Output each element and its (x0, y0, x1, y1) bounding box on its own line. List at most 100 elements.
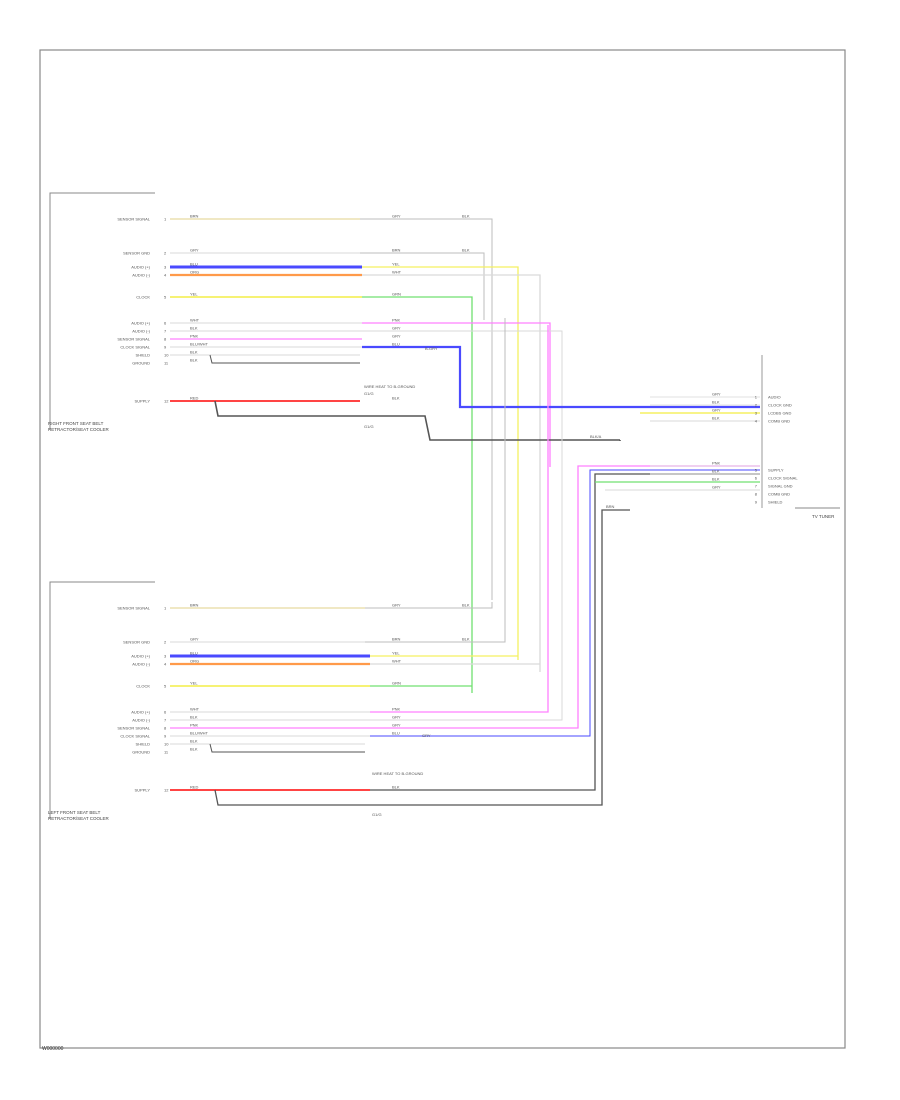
left_seat-wire-label: BLK (190, 739, 198, 744)
tuner-pin-number: 8 (755, 492, 758, 497)
right_seat-pin-label: SUPPLY (135, 399, 151, 404)
right_seat-pin-number: 11 (164, 361, 169, 366)
left_seat-wire-label: GRY (190, 637, 199, 642)
wire-pink (370, 465, 760, 729)
left_seat-pin-label: GROUND (132, 750, 150, 755)
left_seat-pin-label: AUDIO (-) (132, 662, 150, 667)
left_seat-wire-label: BLK (190, 715, 198, 720)
right_seat-wire-label: GRN (392, 292, 401, 297)
tuner-pin-label: COMB GND (768, 419, 790, 424)
left_seat-pin-number: 8 (164, 726, 167, 731)
right_seat-pin-number: 10 (164, 353, 169, 358)
left-ground-tag: G1/G (372, 812, 382, 817)
left_seat-bracket (49, 581, 155, 819)
tuner-pin-number: 6 (755, 476, 758, 481)
left_seat-wire-label: BLU (392, 731, 400, 736)
wire-black (209, 743, 365, 753)
left-ground-note: WIRE HEAT TO B-GROUND (372, 771, 423, 776)
wire-black (214, 509, 630, 806)
tuner-wire-label: BLK (712, 416, 720, 421)
right_seat-pin-number: 3 (164, 265, 167, 270)
right_seat-wire-label: WHT (392, 270, 402, 275)
left_seat-pin-label: AUDIO (+) (131, 654, 150, 659)
right_seat-bracket (49, 192, 155, 430)
right-ground-note: G1/G (364, 391, 374, 396)
footer-id: W000000 (42, 1046, 64, 1052)
right_seat-pin-number: 2 (164, 251, 167, 256)
left_seat-pin-number: 10 (164, 742, 169, 747)
lower-tag: BRN (606, 504, 615, 509)
left_seat-pin-number: 3 (164, 654, 167, 659)
left_seat-caption: LEFT FRONT SEAT BELT (48, 810, 101, 815)
tuner-pin-number: 1 (755, 395, 758, 400)
left_seat-wire-label: GRN (392, 681, 401, 686)
tuner-pin-number: 4 (755, 419, 758, 424)
right_seat-pin-number: 12 (164, 399, 169, 404)
right_seat-pin-number: 8 (164, 337, 167, 342)
right_seat-wire-label: BLU (190, 262, 198, 267)
tuner-pin-number: 2 (755, 403, 758, 408)
wire-light (362, 330, 563, 410)
tuner-pin-label: CLOCK SIGNAL (768, 476, 798, 481)
left_seat-wire-label: BLU (190, 651, 198, 656)
wire-pink (362, 322, 551, 467)
tuner-caption: TV TUNER (812, 514, 835, 519)
right-ground-note: WIRE HEAT TO B-GROUND (364, 384, 415, 389)
right_seat-wire-label: BRN (190, 214, 199, 219)
right_seat-wire-label: BLK (392, 396, 400, 401)
right_seat-wire-label: YEL (392, 262, 400, 267)
left_seat-wire-label: GRY (392, 603, 401, 608)
wire-blue (362, 345, 760, 409)
diagram-frame (39, 49, 846, 1049)
right_seat-pin-label: SHIELD (136, 353, 151, 358)
wire-pink (370, 325, 549, 713)
left_seat-wire-label: GRY (392, 723, 401, 728)
left_seat-pin-number: 6 (164, 710, 167, 715)
left_seat-wire-label: BLK (392, 785, 400, 790)
left_seat-pin-label: SHIELD (136, 742, 151, 747)
left_seat-pin-label: SUPPLY (135, 788, 151, 793)
left_seat-pin-label: SENSOR SIGNAL (117, 726, 150, 731)
right_seat-pin-number: 6 (164, 321, 167, 326)
left_seat-pin-number: 11 (164, 750, 169, 755)
left_seat-pin-label: SENSOR SIGNAL (117, 606, 150, 611)
right_seat-wire-label: ORG (190, 270, 199, 275)
wire-gray (360, 218, 493, 600)
left_seat-pin-label: CLOCK SIGNAL (120, 734, 150, 739)
right_seat-wire-label: RED (190, 396, 199, 401)
tuner-pin-number: 7 (755, 484, 758, 489)
right_seat-pin-number: 4 (164, 273, 167, 278)
right_seat-wire-label: GRY (190, 248, 199, 253)
left_seat-wire-label: YEL (190, 681, 198, 686)
tuner-pin-number: 9 (755, 500, 758, 505)
right_seat-wire-label: BRN (392, 248, 401, 253)
right_seat-pin-label: AUDIO (+) (131, 321, 150, 326)
left_seat-pin-label: SENSOR GND (123, 640, 150, 645)
center-tag: BLK/A (590, 434, 602, 439)
left_seat-wire-label: PNK (190, 723, 199, 728)
left_seat-caption: RETRACTOR/SEAT COOLER (48, 816, 110, 821)
right_seat-pin-number: 5 (164, 295, 167, 300)
left_seat-wire-label: ORG (190, 659, 199, 664)
tuner-wire-label: BLK (712, 477, 720, 482)
right_seat-caption: RETRACTOR/SEAT COOLER (48, 427, 110, 432)
left_seat-wire-label: BLU/WHT (190, 731, 209, 736)
left_seat-pin-number: 4 (164, 662, 167, 667)
left_seat-wire-label: BRN (190, 603, 199, 608)
right_seat-wire-label: GRY (392, 214, 401, 219)
right_seat-wire-label: PNK (190, 334, 199, 339)
left_seat-wire-label: WHT (190, 707, 200, 712)
tuner-wire-label: GRY (712, 392, 721, 397)
wire-green (362, 296, 473, 693)
wire-gray (365, 602, 493, 609)
right_seat-wire-label: WHT (190, 318, 200, 323)
right_seat-pin-number: 9 (164, 345, 167, 350)
splice-note: GRY (422, 733, 431, 738)
left_seat-wire-label: GRY (392, 715, 401, 720)
wire-yellow (362, 266, 519, 660)
left_seat-pin-label: AUDIO (+) (131, 710, 150, 715)
left_seat-pin-number: 7 (164, 718, 167, 723)
right_seat-pin-label: CLOCK SIGNAL (120, 345, 150, 350)
